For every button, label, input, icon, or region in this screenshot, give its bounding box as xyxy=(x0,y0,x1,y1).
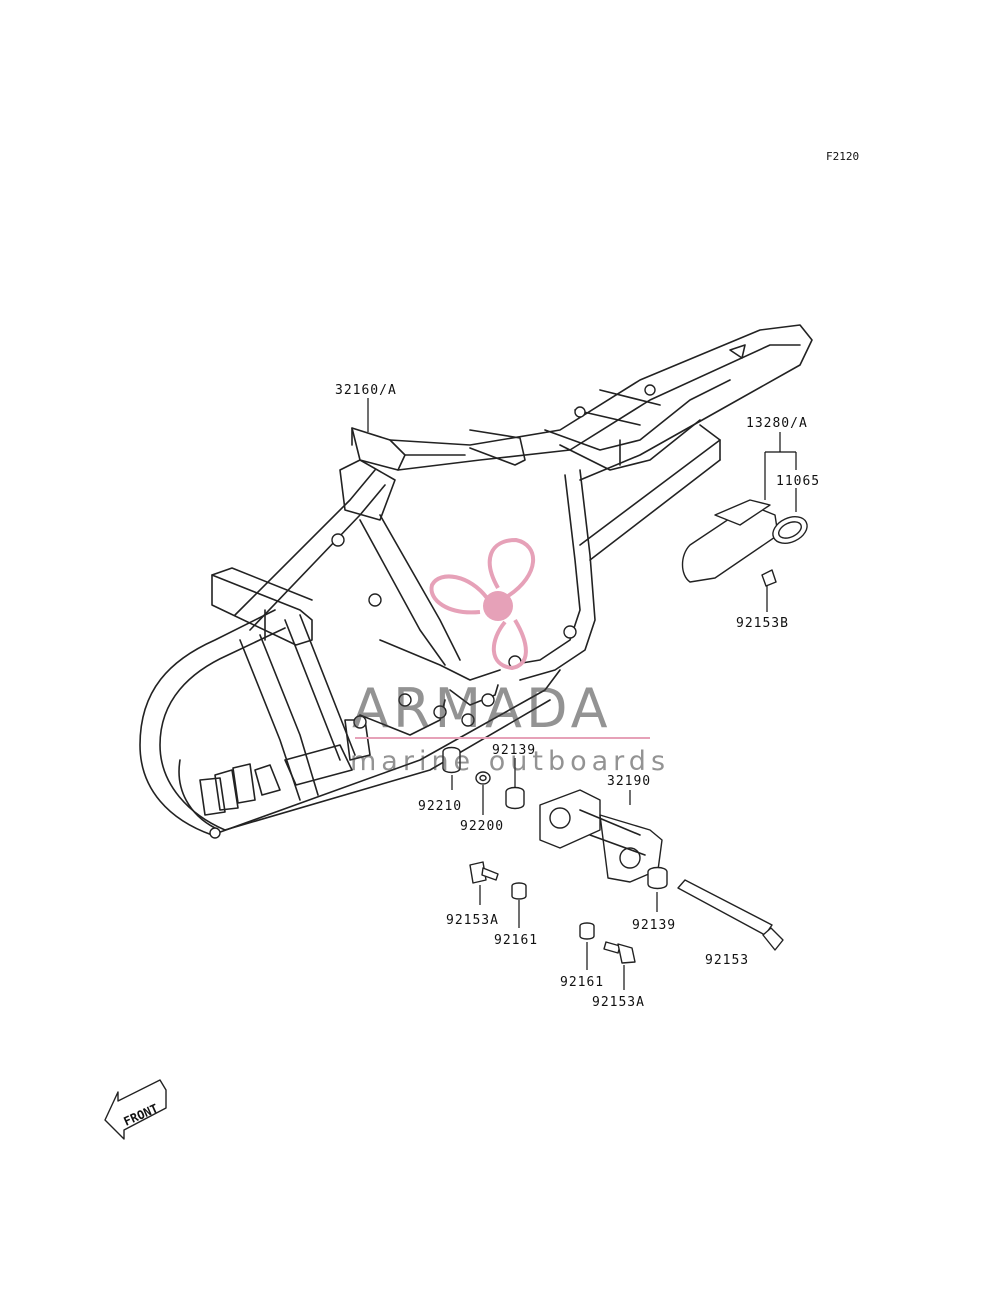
label-long-bolt: 92153 xyxy=(705,953,749,968)
label-cover: 13280/A xyxy=(746,416,808,431)
figure-code: F2120 xyxy=(826,150,859,163)
label-gasket: 11065 xyxy=(776,474,820,489)
label-bushing-bottom: 92139 xyxy=(632,918,676,933)
leader-lines xyxy=(367,398,797,990)
label-washer: 92200 xyxy=(460,819,504,834)
label-bolt-b: 92153B xyxy=(736,616,789,631)
label-nut-left: 92161 xyxy=(494,933,538,948)
watermark-brand: ARMADA xyxy=(352,677,612,740)
propeller-logo-icon xyxy=(429,537,535,671)
label-frame: 32160/A xyxy=(335,383,397,398)
watermark: ARMADA marine outboards xyxy=(350,537,670,777)
watermark-tagline: marine outboards xyxy=(350,746,670,777)
bracket-drawing xyxy=(442,746,784,964)
label-bolt-a-left: 92153A xyxy=(446,913,499,928)
label-bracket: 32190 xyxy=(607,774,651,789)
label-bolt-a-right: 92153A xyxy=(592,995,645,1010)
label-washer-small: 92210 xyxy=(418,799,462,814)
part-labels: 32160/A 13280/A 11065 92153B 92139 92210… xyxy=(335,383,820,1010)
label-bushing-top: 92139 xyxy=(492,743,536,758)
cover-drawing xyxy=(681,499,808,587)
frame-drawing xyxy=(139,324,813,839)
label-nut-right: 92161 xyxy=(560,975,604,990)
front-arrow: FRONT xyxy=(104,1079,167,1140)
